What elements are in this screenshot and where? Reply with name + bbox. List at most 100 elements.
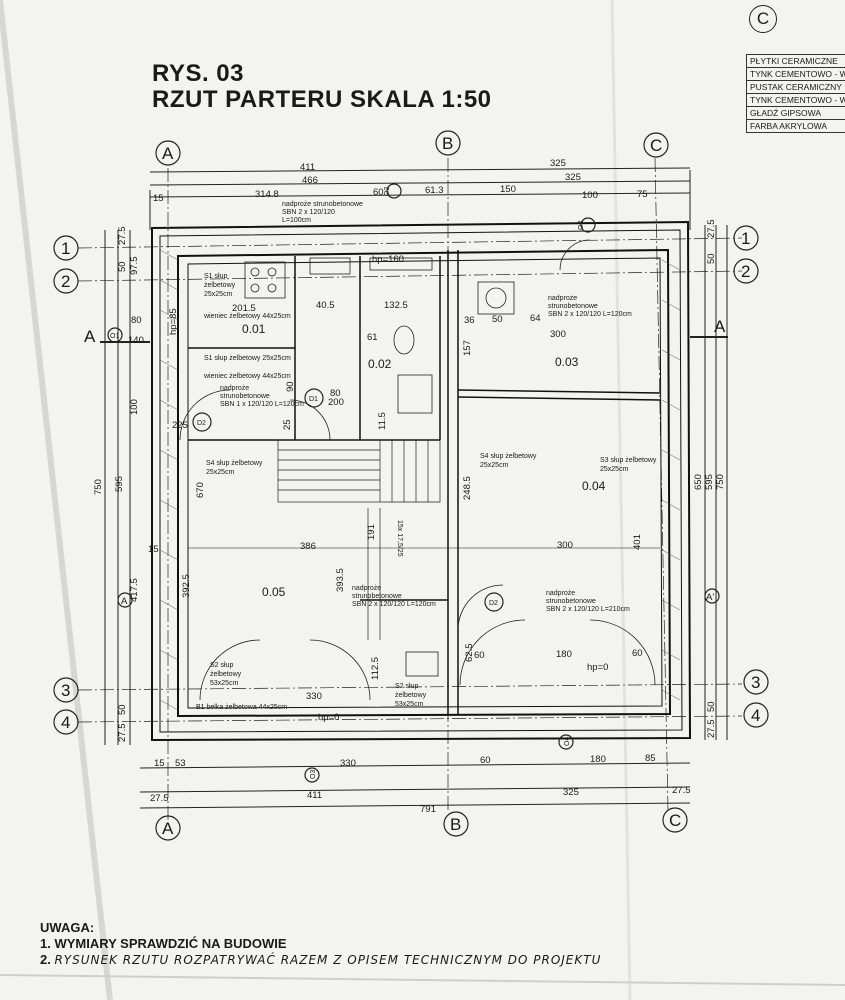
ring-beam-label-b: wieniec żelbetowy 44x25cm [203, 373, 291, 380]
dim-36: 36 [464, 315, 475, 326]
door-d1-tag: D1 [309, 396, 318, 403]
dim-791: 791 [420, 804, 436, 815]
dim-50-left-b: 50 [117, 704, 128, 715]
axis-b-bottom: B [450, 815, 461, 834]
dim-401: 401 [632, 534, 643, 550]
axis-2-left-marker [53, 268, 79, 294]
legend-item: GŁADŹ GIPSOWA [747, 107, 845, 120]
column-s1-label: S1 słup [204, 273, 227, 280]
room-0-02: 0.02 [368, 357, 392, 371]
axis-4-left-marker [53, 709, 79, 735]
note-2-text: RYSUNEK RZUTU ROZPATRYWAĆ RAZEM Z OPISEM… [54, 953, 602, 967]
dim-80-door: 80 [330, 388, 341, 399]
dim-15-bottom: 15 [154, 758, 165, 769]
room-0-05: 0.05 [262, 585, 286, 599]
column-s2-label-b: S2 słup [395, 683, 418, 690]
axis-c-bottom-marker [662, 807, 688, 833]
dim-330-inner: 330 [306, 691, 322, 702]
axis-4-right: 4 [751, 706, 760, 725]
dim-100-left: 100 [129, 399, 140, 415]
legend-item: PUSTAK CERAMICZNY [747, 81, 845, 94]
dim-180-bottom: 180 [590, 754, 606, 765]
column-s4-size: 25x25cm [206, 469, 235, 476]
column-s2-type: żelbetowy [210, 671, 242, 678]
axis-b-top-marker [435, 130, 461, 156]
material-legend: PŁYTKI CERAMICZNE TYNK CEMENTOWO - W PUS… [746, 54, 845, 133]
lintel-3-size: SBN 2 x 120/120 L=120cm [352, 601, 436, 608]
axis-1-right-marker [733, 225, 759, 251]
sheet-circle-label: C [749, 5, 777, 33]
axis-c-top-marker [643, 132, 669, 158]
dim-750-left: 750 [93, 479, 104, 495]
axis-2-right: 2 [741, 262, 750, 281]
dim-61-3: 61.3 [425, 185, 444, 196]
stair-spec: 15x 17,5/25 [396, 520, 403, 557]
lintel-label: nadproże strunobetonowe [282, 201, 363, 208]
dim-64: 64 [530, 313, 541, 324]
lintel-5-size: SBN 2 x 120/120 L=210cm [546, 606, 630, 613]
axis-1-left: 1 [61, 239, 70, 258]
dim-50-left: 50 [117, 261, 128, 272]
dim-27-5-bottom: 27.5 [150, 793, 169, 804]
lintel-4-label: nadproże [548, 295, 577, 302]
dim-300-inner: 300 [550, 329, 566, 340]
dim-27-5-left: 27.5 [117, 227, 128, 246]
dim-201-5: 201.5 [232, 303, 256, 314]
axis-c-bottom: C [669, 811, 681, 830]
dim-417-5: 417.5 [129, 578, 140, 602]
room-0-01: 0.01 [242, 322, 266, 336]
dim-27-5-left-b: 27.5 [117, 724, 128, 743]
dim-60-top: 60 [373, 187, 384, 198]
door-d2-tag-b: D2 [197, 420, 206, 427]
axis-3-left-marker [53, 677, 79, 703]
axis-c-top: C [650, 136, 662, 155]
dim-50-right-b: 50 [706, 701, 717, 712]
axis-4-right-marker [743, 702, 769, 728]
axis-4-left: 4 [61, 713, 70, 732]
section-a-left: A [84, 327, 96, 346]
dim-60-inner-b: 60 [632, 648, 643, 659]
dim-60-bottom: 60 [480, 755, 491, 766]
axis-2-left: 2 [61, 272, 70, 291]
lintel-type: SBN 2 x 120/120 [282, 209, 335, 216]
section-marker-a: A [121, 596, 128, 607]
lintel-3-label: nadproże [352, 585, 381, 592]
dim-200-door: 200 [328, 397, 344, 408]
legend-item: TYNK CEMENTOWO - W [747, 94, 845, 107]
dim-61: 61 [367, 332, 378, 343]
column-s1-label-b: S1 słup żelbetowy 25x25cm [204, 355, 291, 362]
axis-3-left: 3 [61, 681, 70, 700]
drawing-subtitle: RZUT PARTERU SKALA 1:50 [152, 86, 492, 113]
dim-150-top: 150 [500, 184, 516, 195]
dim-248-5: 248.5 [462, 476, 473, 500]
dim-60-inner: 60 [474, 650, 485, 661]
dim-330-bottom: 330 [340, 758, 356, 769]
dim-50-inner: 50 [492, 314, 503, 325]
axis-a-bottom: A [162, 819, 174, 838]
legend-item: TYNK CEMENTOWO - W [747, 68, 845, 81]
legend-item: PŁYTKI CERAMICZNE [747, 55, 845, 68]
door-d2-tag: D2 [489, 600, 498, 607]
column-s4-size-b: 25x25cm [480, 462, 509, 469]
dim-27-5-right: 27.5 [706, 220, 717, 239]
dim-53-bottom: 53 [175, 758, 186, 769]
dim-15-left: 15 [148, 544, 159, 555]
section-a-right: A [714, 317, 726, 336]
lintel-5-type: strunobetonowe [546, 598, 596, 605]
dim-300-inner-b: 300 [557, 540, 573, 551]
section-marker-a-prime: A' [706, 592, 714, 603]
dim-27-5-bottom-b: 27.5 [672, 785, 691, 796]
column-s4-label-b: S4 słup żelbetowy [480, 453, 537, 460]
lintel-3-type: strunobetonowe [352, 593, 402, 600]
dim-180-inner: 180 [556, 649, 572, 660]
dim-85-bottom: 85 [645, 753, 656, 764]
dim-132-5: 132.5 [384, 300, 408, 311]
dim-386: 386 [300, 541, 316, 552]
dim-225-left: 225 [172, 420, 188, 431]
dim-75-top: 75 [637, 189, 648, 200]
drawing-title: RYS. 03 [152, 60, 244, 87]
axis-3-right-marker [743, 669, 769, 695]
column-s2-label: S2 słup [210, 662, 233, 669]
window-o1-tag: O1 [110, 333, 119, 340]
hp-0-left: hp=0 [318, 712, 339, 723]
